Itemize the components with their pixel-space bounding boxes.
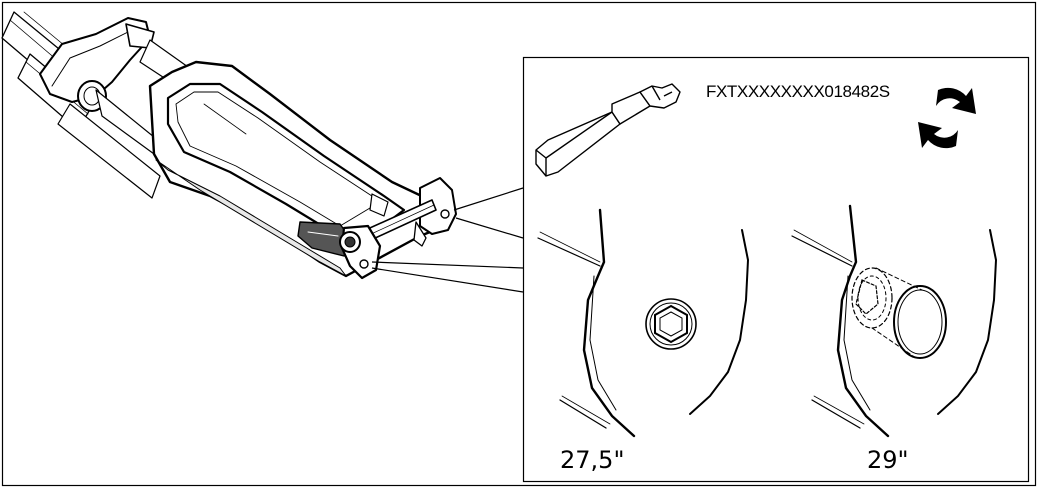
- hex-socket-icon: [645, 298, 697, 350]
- serial-number-label: FXTXXXXXXXX018482S: [706, 82, 890, 101]
- fork-illustration: [1, 11, 457, 280]
- wheel-size-label-29: 29": [867, 446, 909, 474]
- hex-bit-icon: [535, 83, 681, 177]
- wheel-size-label-27-5: 27,5": [560, 446, 625, 474]
- callout-lines: [371, 187, 524, 293]
- axle-bushing-icon: [851, 267, 947, 359]
- fork-lowers: [148, 60, 446, 278]
- dropout-right: [369, 177, 457, 247]
- dropout-left: [297, 221, 382, 280]
- rotate-arrows-icon: [918, 87, 976, 149]
- fork-crown: [39, 17, 155, 112]
- dropout-detail-29: [791, 204, 998, 438]
- dropout-detail-275: [537, 208, 750, 438]
